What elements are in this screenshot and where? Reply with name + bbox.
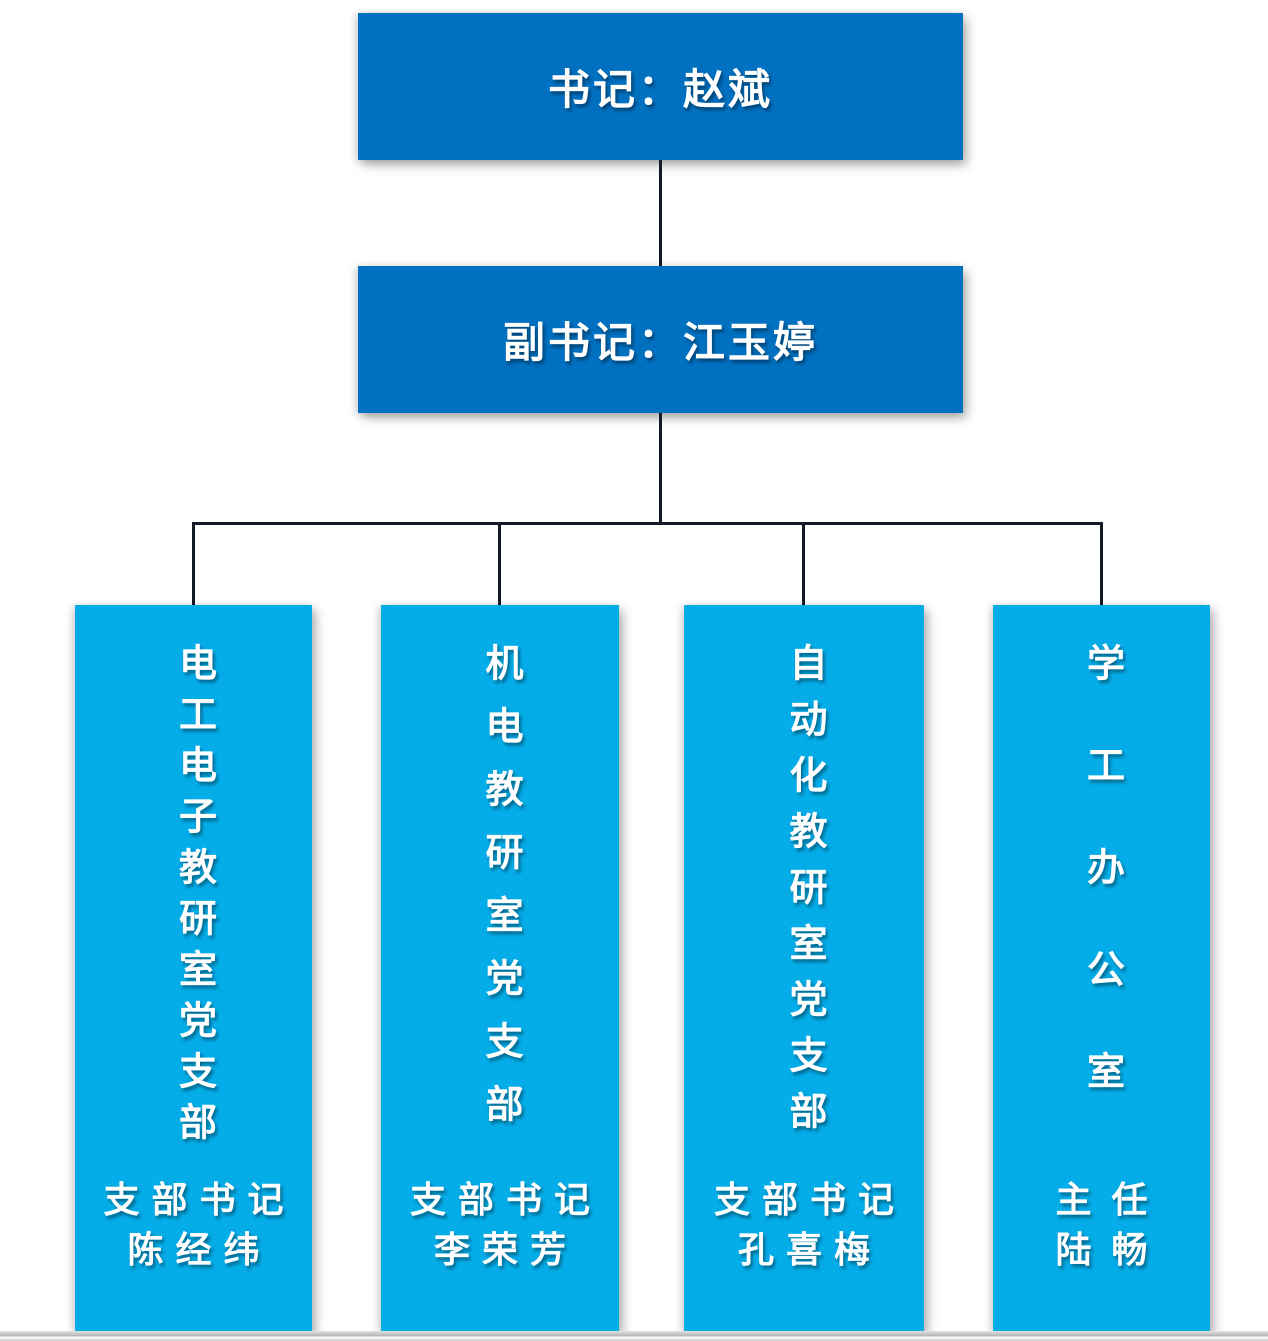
- branch-role: 支部书记: [103, 1179, 296, 1220]
- branch-role: 支部书记: [713, 1179, 906, 1220]
- branch-title: 自动化教研室党支部: [783, 643, 825, 1147]
- branch-title: 学工办公室: [1080, 643, 1123, 1153]
- secretary-label: 书记：赵斌: [547, 66, 773, 113]
- slide-bottom-edge: [0, 1331, 1268, 1341]
- connector-drop-branch-2: [498, 522, 501, 608]
- connector-deputy-bus: [659, 413, 662, 522]
- branch-leader-name: 陆畅: [1055, 1229, 1168, 1270]
- deputy-box: 副书记：江玉婷: [358, 266, 963, 413]
- branch-role: 支部书记: [409, 1179, 602, 1220]
- connector-secretary-deputy: [659, 160, 662, 266]
- branch-box-zi-dong-hua: 自动化教研室党支部 支部书记 孔喜梅: [684, 605, 924, 1331]
- connector-drop-branch-1: [192, 522, 195, 608]
- branch-title: 机电教研室党支部: [479, 643, 521, 1147]
- connector-drop-branch-4: [1100, 522, 1103, 608]
- branch-title: 电工电子教研室党支部: [172, 643, 215, 1153]
- secretary-box: 书记：赵斌: [358, 13, 963, 160]
- branch-leader-name: 陈经纬: [127, 1229, 272, 1270]
- connector-drop-branch-3: [802, 522, 805, 608]
- branch-subtitle: 支部书记 孔喜梅: [684, 1175, 924, 1275]
- connector-bus: [192, 522, 1103, 525]
- branch-role: 主任: [1055, 1179, 1168, 1220]
- branch-subtitle: 支部书记 李荣芳: [381, 1175, 619, 1275]
- branch-subtitle: 支部书记 陈经纬: [75, 1175, 312, 1275]
- deputy-label: 副书记：江玉婷: [502, 319, 818, 366]
- branch-subtitle: 主任 陆畅: [993, 1175, 1210, 1275]
- branch-box-dian-gong-dian-zi: 电工电子教研室党支部 支部书记 陈经纬: [75, 605, 312, 1331]
- branch-box-xue-gong-ban: 学工办公室 主任 陆畅: [993, 605, 1210, 1331]
- branch-leader-name: 李荣芳: [433, 1229, 578, 1270]
- branch-box-ji-dian: 机电教研室党支部 支部书记 李荣芳: [381, 605, 619, 1331]
- branch-leader-name: 孔喜梅: [737, 1229, 882, 1270]
